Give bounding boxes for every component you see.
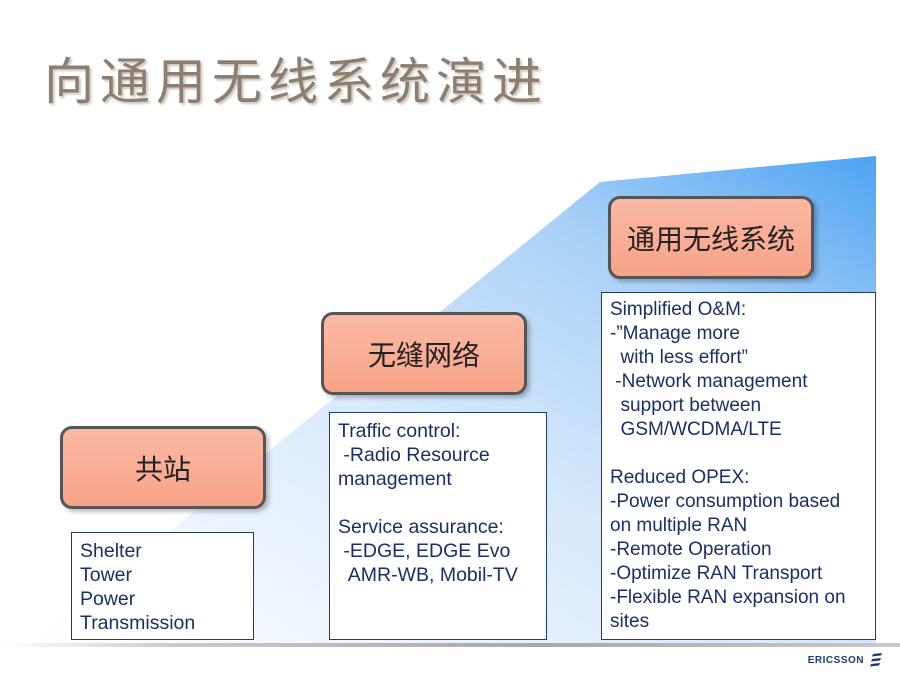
detail-line: support between: [610, 395, 762, 416]
stage-universal-radio: 通用无线系统: [608, 196, 814, 279]
detail-line: sites: [610, 611, 650, 632]
detail-line: Simplified O&M:: [610, 299, 747, 320]
detail-line: Service assurance:: [338, 516, 504, 538]
ericsson-mark-icon: [870, 653, 882, 667]
stage-universal-radio-details: Simplified O&M: -”Manage more with less …: [601, 292, 876, 640]
detail-line: -Flexible RAN expansion on: [610, 587, 846, 608]
logo-text: ERICSSON: [807, 654, 864, 666]
stage-seamless-network-details: Traffic control: -Radio Resource managem…: [329, 412, 547, 640]
detail-line: [610, 442, 867, 466]
ericsson-logo: ERICSSON: [808, 653, 882, 667]
detail-line: -Radio Resource: [338, 444, 490, 466]
detail-line: Transmission: [80, 612, 196, 634]
detail-line: -Optimize RAN Transport: [610, 563, 823, 584]
detail-line: -”Manage more: [610, 323, 740, 344]
detail-line: -EDGE, EDGE Evo: [338, 540, 511, 562]
detail-line: -Remote Operation: [610, 539, 772, 560]
detail-line: Reduced OPEX:: [610, 467, 750, 488]
stage-label: 无缝网络: [367, 338, 480, 372]
detail-line: Shelter: [80, 540, 142, 562]
stage-seamless-network: 无缝网络: [321, 312, 527, 395]
detail-line: GSM/WCDMA/LTE: [610, 419, 782, 440]
detail-line: -Power consumption based: [610, 491, 841, 512]
detail-line: Tower: [80, 564, 133, 586]
stage-colocation-details: Shelter Tower Power Transmission: [71, 532, 254, 640]
detail-line: Traffic control:: [338, 420, 461, 442]
detail-line: -Network management: [610, 371, 808, 392]
detail-line: management: [338, 468, 452, 490]
detail-line: with less effort”: [610, 347, 748, 368]
footer-divider: [0, 643, 900, 647]
detail-line: Power: [80, 588, 136, 610]
detail-line: on multiple RAN: [610, 515, 748, 536]
stage-colocation: 共站: [60, 426, 266, 509]
stage-label: 通用无线系统: [626, 222, 795, 256]
detail-line: [338, 491, 538, 515]
slide-title: 向通用无线系统演进: [44, 53, 548, 111]
stage-label: 共站: [134, 452, 191, 486]
detail-line: AMR-WB, Mobil-TV: [338, 564, 518, 586]
